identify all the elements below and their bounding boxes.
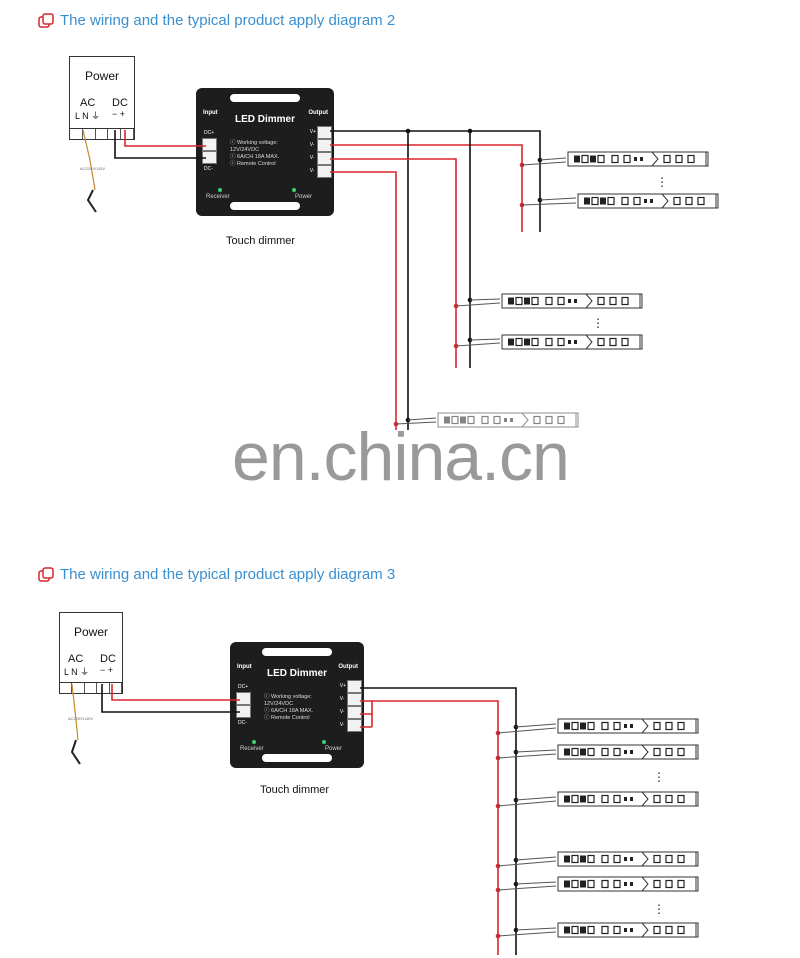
mount-slot xyxy=(230,94,300,102)
output-label: Output xyxy=(338,664,358,670)
overlapping-squares-icon xyxy=(38,566,54,582)
device-title: LED Dimmer xyxy=(266,668,327,679)
led-strip xyxy=(501,293,643,309)
ellipsis-icon: ⋮ xyxy=(653,902,665,916)
led-strip xyxy=(567,151,709,167)
output-terminal-1 xyxy=(347,680,362,693)
device-caption: Touch dimmer xyxy=(260,784,330,796)
led-dimmer: Input Output LED Dimmer DC+ DC- ⓘ Workin… xyxy=(196,88,334,216)
device-title: LED Dimmer xyxy=(234,114,295,125)
power-label: Power xyxy=(73,625,108,639)
spec-line: ⓘ Working voltage: xyxy=(230,140,278,146)
diagram3-title: The wiring and the typical product apply… xyxy=(38,566,395,583)
input-label: Input xyxy=(237,664,252,670)
receiver-led xyxy=(218,188,222,192)
output-label: Output xyxy=(308,110,328,116)
receiver-led xyxy=(252,740,256,744)
spec-line: ⓘ Remote Control xyxy=(230,161,276,167)
input-label: Input xyxy=(203,110,218,116)
power-port-label: Power xyxy=(324,746,342,752)
output-terminal-3 xyxy=(347,706,362,719)
dc-minus-label: DC- xyxy=(204,166,213,172)
ac-pin-labels: L N ⏚ xyxy=(64,667,90,677)
led-strip xyxy=(501,334,643,350)
receiver-label: Receiver xyxy=(240,746,264,752)
spec-line: ⓘ 6A/CH 18A MAX. xyxy=(230,154,280,160)
ellipsis-icon: ⋮ xyxy=(592,316,604,330)
mount-slot xyxy=(230,202,300,210)
ellipsis-icon: ⋮ xyxy=(653,770,665,784)
led-strip xyxy=(557,922,699,938)
dc-minus-label: DC- xyxy=(238,720,247,726)
spec-line: ⓘ Remote Control xyxy=(264,715,310,721)
power-led xyxy=(322,740,326,744)
led-strip xyxy=(557,851,699,867)
output-terminal-2 xyxy=(347,693,362,706)
spec-line: 12V/24VDC xyxy=(264,701,294,707)
output-terminal-4 xyxy=(347,719,362,732)
device-caption: Touch dimmer xyxy=(226,235,296,247)
spec-line: ⓘ Working voltage: xyxy=(264,694,312,700)
receiver-label: Receiver xyxy=(206,194,230,200)
spec-line: 12V/24VDC xyxy=(230,147,260,153)
power-label: Power xyxy=(84,69,119,83)
spec-line: ⓘ 6A/CH 18A MAX. xyxy=(264,708,314,714)
output-pin-labels: V+V-V-V- xyxy=(309,129,316,174)
mount-slot xyxy=(262,754,332,762)
dc-plus-label: DC+ xyxy=(204,130,215,136)
power-supply: Power AC DC L N ⏚ − + xyxy=(59,612,123,694)
ac-input-label: AC220V/110V xyxy=(80,166,106,171)
dc-label: DC xyxy=(112,97,128,109)
dc-plus-label: DC+ xyxy=(238,684,249,690)
input-terminal-plus xyxy=(202,138,217,151)
led-strip xyxy=(557,876,699,892)
power-led xyxy=(292,188,296,192)
output-terminal-1 xyxy=(317,126,332,139)
watermark: en.china.cn xyxy=(232,419,570,495)
ac-label: AC xyxy=(68,653,84,665)
power-supply: Power AC DC L N ⏚ − + xyxy=(69,56,135,140)
ac-pin-labels: L N ⏚ xyxy=(75,111,101,121)
mount-slot xyxy=(262,648,332,656)
led-strip xyxy=(577,193,719,209)
ac-input-label: AC220V/110V xyxy=(68,716,94,721)
ellipsis-icon: ⋮ xyxy=(656,175,668,189)
led-dimmer: Input Output LED Dimmer DC+ DC- ⓘ Workin… xyxy=(230,642,364,768)
overlapping-squares-icon xyxy=(38,12,54,28)
terminal-block xyxy=(70,128,134,139)
dc-pin-labels: − + xyxy=(112,109,126,119)
led-strip xyxy=(557,744,699,760)
ac-label: AC xyxy=(80,97,96,109)
power-port-label: Power xyxy=(294,194,312,200)
led-strip xyxy=(557,718,699,734)
input-terminal-plus xyxy=(236,692,251,705)
diagram2-title: The wiring and the typical product apply… xyxy=(38,12,395,29)
output-pin-labels: V+V-V-V- xyxy=(339,683,346,728)
dc-label: DC xyxy=(100,653,116,665)
led-strip xyxy=(557,791,699,807)
dc-pin-labels: − + xyxy=(100,665,114,675)
